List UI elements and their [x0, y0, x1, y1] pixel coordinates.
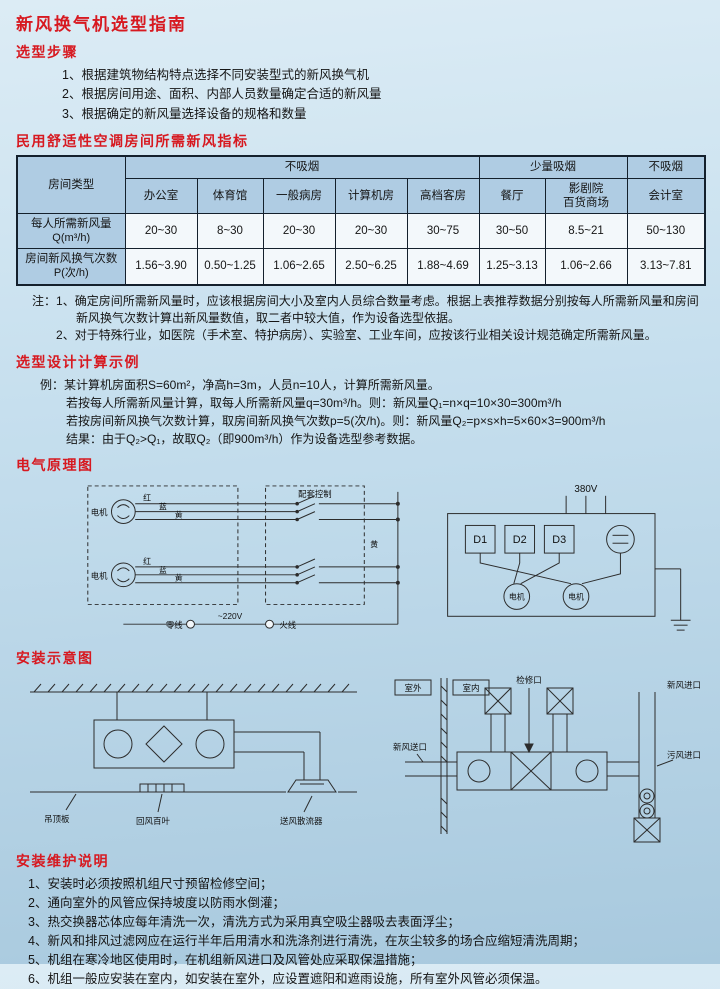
motor-label: 电机: [91, 507, 108, 517]
maintenance-item: 6、机组一般应安装在室内，如安装在室外，应设置遮阳和遮雨设施，所有室外风管必须保…: [28, 971, 548, 986]
col-header: 体育馆: [196, 177, 264, 215]
section-heading-example: 选型设计计算示例: [16, 353, 140, 370]
maintenance-item: 5、机组在寒冷地区使用时，在机组新风进口及风管处应采取保温措施；: [28, 952, 423, 967]
table-cell: 1.06~2.66: [544, 248, 628, 285]
example-line: 若按每人所需新风量计算，取每人所需新风量q=30m³/h。则：新风量Q₁=n×q…: [66, 395, 562, 410]
note-item: 2、对于特殊行业，如医院（手术室、特护病房）、实验室、工业车间，应按该行业相关设…: [56, 328, 657, 343]
group-header-nonsmoking-2: 不吸烟: [626, 155, 706, 179]
col-header: 一般病房: [262, 177, 336, 215]
table-cell: 1.56~3.90: [124, 248, 198, 285]
table-cell: 8~30: [196, 213, 264, 250]
fresh-supply-label: 新风送口: [393, 742, 427, 752]
foul-inlet-label: 污风进口: [667, 750, 701, 760]
table-group-header-row: 房间类型 不吸烟 少量吸烟 不吸烟: [16, 155, 706, 215]
control-box-label: 配套控制: [298, 488, 332, 498]
electrical-diagrams: 电机 电机 红 蓝 黄 红 蓝 黄 黄 配套控制 零线 ~220V 火线: [16, 479, 704, 641]
live-wire-label: 火线: [279, 620, 296, 630]
wire-color-label: 黄: [175, 509, 183, 519]
wire-color-label: 蓝: [159, 565, 167, 575]
table-cell: 20~30: [124, 213, 198, 250]
table-cell: 1.25~3.13: [478, 248, 546, 285]
maintenance-item: 1、安装时必须按照机组尺寸预留检修空间；: [28, 876, 273, 891]
duct-system-diagram: 室外 室内 检修口 新风送口 新风进口 污风进口: [393, 675, 701, 843]
outdoor-label: 室外: [404, 683, 422, 693]
table-cell: 50~130: [626, 213, 706, 250]
table-cell: 20~30: [262, 213, 336, 250]
col-header: 影剧院百货商场: [544, 177, 628, 215]
table-cell: 1.88~4.69: [406, 248, 480, 285]
wire-color-label: 黄: [370, 539, 378, 549]
example-line: 结果：由于Q₂>Q₁，故取Q₂（即900m³/h）作为设备选型参考数据。: [66, 431, 423, 446]
supply-diffuser-label: 送风散流器: [280, 816, 323, 826]
indoor-label: 室内: [462, 683, 479, 693]
table-cell: 3.13~7.81: [626, 248, 706, 285]
motor-label: 电机: [91, 570, 108, 580]
section-heading-steps: 选型步骤: [16, 44, 78, 60]
table-cell: 20~30: [334, 213, 408, 250]
installation-diagrams: 吊顶板 回风百叶 送风散流器: [16, 672, 704, 844]
group-header-nonsmoking: 不吸烟: [124, 155, 480, 179]
maintenance-item: 4、新风和排风过滤网应在运行半年后用清水和洗涤剂进行清洗，在灰尘较多的场合应缩短…: [28, 933, 585, 948]
section-heading-electrical: 电气原理图: [16, 456, 94, 473]
wire-color-label: 蓝: [159, 501, 167, 511]
table-cell: 8.5~21: [544, 213, 628, 250]
table-cell: 1.06~2.65: [262, 248, 336, 285]
notes-prefix: 注：: [32, 293, 57, 308]
section-heading-maintenance: 安装维护说明: [16, 852, 109, 869]
col-header: 办公室: [124, 177, 198, 215]
page-title: 新风换气机选型指南: [16, 15, 187, 34]
col-header: 会计室: [626, 177, 706, 215]
section-heading-installation: 安装示意图: [16, 649, 94, 666]
table-cell: 2.50~6.25: [334, 248, 408, 285]
table-cell: 0.50~1.25: [196, 248, 264, 285]
col-header: 计算机房: [334, 177, 408, 215]
neutral-wire-label: 零线: [166, 620, 183, 630]
note-item: 1、确定房间所需新风量时，应该根据房间大小及室内人员综合数量考虑。根据上表推荐数…: [56, 293, 699, 325]
calculation-example: 例：某计算机房面积S=60m²，净高h=3m，人员n=10人，计算所需新风量。 …: [40, 376, 704, 448]
selection-steps-list: 1、根据建筑物结构特点选择不同安装型式的新风换气机 2、根据房间用途、面积、内部…: [16, 66, 704, 124]
col-header: 餐厅: [478, 177, 546, 215]
motor-label: 电机: [568, 591, 584, 601]
room-type-header: 房间类型: [16, 155, 126, 215]
wiring-diagram-220v: 电机 电机 红 蓝 黄 红 蓝 黄 黄 配套控制 零线 ~220V 火线: [87, 485, 400, 630]
maintenance-item: 2、通向室外的风管应保持坡度以防雨水倒灌；: [28, 895, 285, 910]
table-column-header-row: 办公室 体育馆 一般病房 计算机房 高档客房 餐厅 影剧院百货商场 会计室: [17, 177, 706, 215]
wire-color-label: 红: [143, 492, 151, 502]
fresh-inlet-label: 新风进口: [667, 680, 701, 690]
access-port-label: 检修口: [516, 675, 542, 685]
table-notes: 注： 1、确定房间所需新风量时，应该根据房间大小及室内人员综合数量考虑。根据上表…: [32, 293, 704, 345]
step-item: 2、根据房间用途、面积、内部人员数量确定合适的新风量: [62, 87, 382, 102]
ceiling-board-label: 吊顶板: [44, 814, 70, 824]
wire-color-label: 黄: [175, 572, 183, 582]
table-cell: 30~75: [406, 213, 480, 250]
voltage-label: ~220V: [218, 611, 243, 621]
ceiling-installation-diagram: 吊顶板 回风百叶 送风散流器: [30, 683, 357, 826]
maintenance-list: 1、安装时必须按照机组尺寸预留检修空间； 2、通向室外的风管应保持坡度以防雨水倒…: [16, 875, 704, 989]
terminal-d3-label: D3: [552, 534, 566, 546]
motor-label: 电机: [508, 591, 524, 601]
terminal-d1-label: D1: [473, 534, 487, 546]
maintenance-item: 3、热交换器芯体应每年清洗一次，清洗方式为采用真空吸尘器吸去表面浮尘；: [28, 914, 460, 929]
return-louver-label: 回风百叶: [136, 816, 171, 826]
wiring-diagram-380v: 380V D1 D2 D3 电机 电机: [446, 484, 691, 631]
fresh-air-index-table: 房间类型 不吸烟 少量吸烟 不吸烟 办公室 体育馆 一般病房 计算机房 高档客房…: [16, 155, 706, 286]
col-header: 高档客房: [406, 177, 480, 215]
example-line: 若按房间新风换气次数计算，取房间新风换气次数p=5(次/h)。则：新风量Q₂=p…: [66, 413, 606, 428]
table-cell: 30~50: [478, 213, 546, 250]
example-line: 例：某计算机房面积S=60m²，净高h=3m，人员n=10人，计算所需新风量。: [40, 377, 440, 392]
terminal-d2-label: D2: [512, 534, 526, 546]
group-header-light-smoking: 少量吸烟: [478, 155, 628, 179]
section-heading-index-table: 民用舒适性空调房间所需新风指标: [16, 133, 249, 150]
step-item: 1、根据建筑物结构特点选择不同安装型式的新风换气机: [62, 68, 369, 82]
step-item: 3、根据确定的新风量选择设备的规格和数量: [62, 106, 307, 121]
wire-color-label: 红: [143, 556, 151, 566]
voltage-380-label: 380V: [574, 484, 597, 495]
